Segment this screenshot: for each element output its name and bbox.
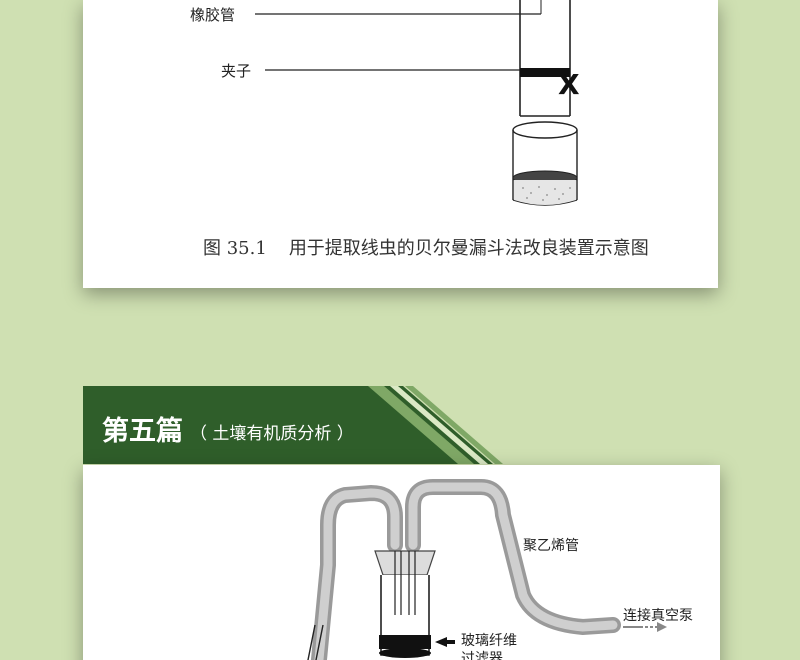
rubber-stopper [374, 550, 436, 576]
glass-fiber-filter [379, 648, 431, 658]
clamp: X [520, 68, 580, 101]
vacuum-pump-arrow [623, 622, 667, 632]
filtration-apparatus-diagram [307, 479, 667, 660]
rubber-tube [519, 0, 571, 117]
banner-stripe [405, 386, 503, 464]
clamp-label: 夹子 [221, 62, 252, 80]
glass-fiber-filter-label-line2: 过滤器 [461, 651, 503, 660]
filter-flask [379, 551, 431, 658]
figure-card-filtration: 聚乙烯管 连接真空泵 玻璃纤维 过滤器 [83, 465, 720, 660]
glass-fiber-filter-label-line1: 玻璃纤维 [461, 633, 517, 649]
collection-beaker [512, 121, 578, 206]
rubber-tube-label: 橡胶管 [190, 6, 236, 24]
support-rod [307, 624, 316, 660]
figure-card-baermann: X 橡胶管 夹子 图 35.1 用于提取线虫的贝尔曼漏斗法改良装置示意图 [83, 0, 718, 288]
banner-stripe [390, 386, 488, 464]
svg-text:X: X [558, 68, 580, 101]
vacuum-pump-label: 连接真空泵 [623, 608, 693, 624]
figure-caption: 图 35.1 用于提取线虫的贝尔曼漏斗法改良装置示意图 [203, 234, 649, 260]
figure-caption-text: 用于提取线虫的贝尔曼漏斗法改良装置示意图 [288, 238, 649, 259]
section-subtitle: （ 土壤有机质分析 ） [190, 424, 354, 444]
section-title: 第五篇 [102, 416, 183, 447]
banner-stripe [368, 386, 474, 464]
section-banner [83, 386, 503, 464]
figure-number: 图 35.1 [203, 238, 267, 259]
polyethylene-tube-label: 聚乙烯管 [523, 538, 579, 554]
baermann-apparatus-diagram: X [255, 0, 580, 206]
polyethylene-tube [310, 479, 621, 660]
filter-pointer-arrow [435, 637, 455, 647]
